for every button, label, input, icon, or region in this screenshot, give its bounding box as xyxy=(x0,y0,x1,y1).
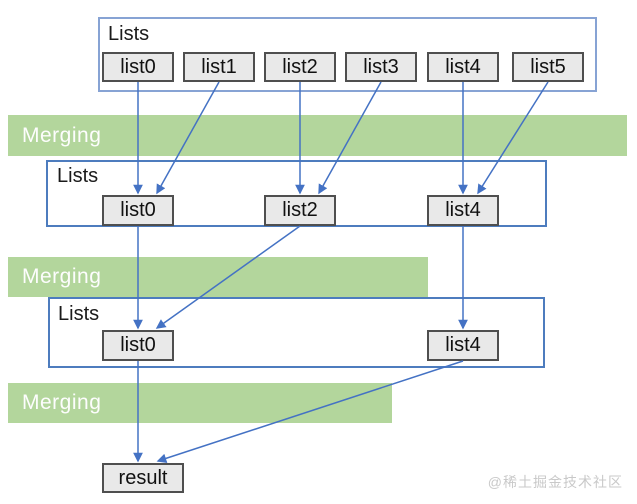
list-node-stage2-list2: list2 xyxy=(264,195,336,226)
merging-band-2: Merging xyxy=(8,257,428,297)
merging-band-1: Merging xyxy=(8,115,627,156)
stage2-label: Lists xyxy=(57,165,99,187)
list-node-stage3-list4: list4 xyxy=(427,330,499,361)
stage1-label: Lists xyxy=(108,23,150,45)
list-node-stage3-list0: list0 xyxy=(102,330,174,361)
merging-band-3: Merging xyxy=(8,383,392,423)
list-node-stage1-list0: list0 xyxy=(102,52,174,82)
stage3-label: Lists xyxy=(58,303,100,325)
list-node-stage2-list0: list0 xyxy=(102,195,174,226)
watermark: @稀土掘金技术社区 xyxy=(487,474,623,490)
list-node-stage1-list3: list3 xyxy=(345,52,417,82)
list-node-stage1-list4: list4 xyxy=(427,52,499,82)
result-node: result xyxy=(102,463,184,493)
list-node-stage1-list2: list2 xyxy=(264,52,336,82)
list-node-stage2-list4: list4 xyxy=(427,195,499,226)
list-node-stage1-list1: list1 xyxy=(183,52,255,82)
list-node-stage1-list5: list5 xyxy=(512,52,584,82)
